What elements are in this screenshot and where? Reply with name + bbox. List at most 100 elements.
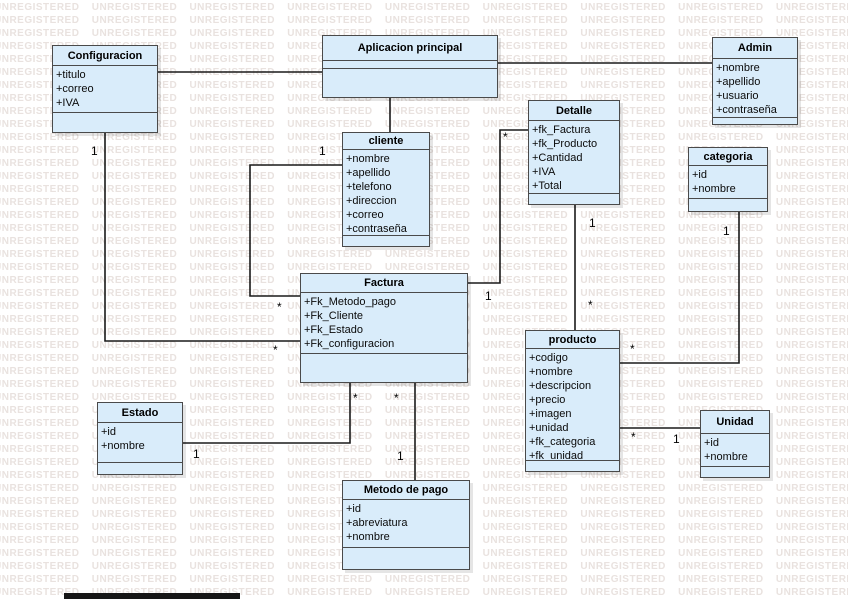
class-attributes: +nombre +apellido +usuario +contraseña [713,59,797,118]
class-attribute: +direccion [346,195,397,207]
class-attributes: +titulo +correo +IVA [53,66,157,113]
class-attribute: +nombre [692,183,736,195]
multiplicity-label: * [273,343,278,357]
class-attribute: +contraseña [346,223,407,235]
class-empty-compartment [526,461,619,471]
class-detalle[interactable]: Detalle+fk_Factura+fk_Producto+Cantidad+… [528,100,620,205]
multiplicity-label: 1 [723,224,730,238]
class-title: Detalle [529,101,619,121]
class-empty-compartment [98,463,182,474]
class-attribute: +abreviatura [346,517,408,529]
class-attribute: +Fk_configuracion [304,338,395,350]
connector-configuracion-factura [104,133,300,342]
multiplicity-label: 1 [589,216,596,230]
class-attribute: +fk_Producto [532,138,598,150]
multiplicity-label: * [630,342,635,356]
class-title: categoria [689,148,767,166]
class-admin[interactable]: Admin +nombre +apellido +usuario +contraseña [712,37,798,125]
class-attribute: +nombre [704,451,748,463]
class-attribute: +IVA [532,166,556,178]
connector-cliente-factura [249,164,342,297]
class-attributes: +id +nombre [701,434,769,467]
class-empty-compartment [689,199,767,211]
class-attribute: +Cantidad [532,152,583,164]
class-attributes [323,61,497,69]
class-attribute: +id [346,503,361,515]
class-attribute: +codigo [529,352,568,364]
class-attribute: +nombre [346,153,390,165]
class-estado[interactable]: Estado +id +nombre [97,402,183,475]
connector-factura-estado [183,383,351,444]
class-attribute: +unidad [529,422,569,434]
class-empty-compartment [323,69,497,97]
connector-categoria-producto [620,212,740,364]
class-attribute: +nombre [346,531,390,543]
window-edge-artifact [64,593,240,599]
class-title: Configuracion [53,46,157,66]
class-attributes: +codigo +nombre +descripcion +precio +imagen… [526,349,619,461]
class-empty-compartment [343,236,429,246]
class-attribute: +imagen [529,408,572,420]
multiplicity-label: * [277,300,282,314]
class-attribute: +contraseña [716,104,777,116]
multiplicity-label: 1 [319,144,326,158]
class-categoria[interactable]: categoria +id +nombre [688,147,768,212]
class-empty-compartment [713,118,797,124]
class-configuracion[interactable]: Configuracion +titulo +correo +IVA [52,45,158,133]
class-attribute: +Fk_Metodo_pago [304,296,397,308]
class-attribute: +nombre [716,62,760,74]
class-title: Estado [98,403,182,423]
multiplicity-label: 1 [673,432,680,446]
class-title: cliente [343,133,429,150]
class-attribute: +nombre [529,366,573,378]
class-attribute: +precio [529,394,566,406]
multiplicity-label: 1 [485,289,492,303]
class-attribute: +id [704,437,719,449]
class-attribute: +correo [56,83,94,95]
multiplicity-label: * [503,130,508,144]
class-attribute: +descripcion [529,380,592,392]
class-title: Metodo de pago [343,481,469,500]
class-producto[interactable]: producto +codigo +nombre +descripcion +preci… [525,330,620,472]
multiplicity-label: 1 [91,144,98,158]
class-attribute: +telefono [346,181,392,193]
class-title: Aplicacion principal [323,36,497,61]
multiplicity-label: * [588,298,593,312]
multiplicity-label: 1 [193,447,200,461]
class-unidad[interactable]: Unidad +id +nombre [700,410,770,478]
class-empty-compartment [701,467,769,477]
class-attribute: +Fk_Cliente [304,310,364,322]
class-title: producto [526,331,619,349]
class-empty-compartment [343,548,469,569]
multiplicity-label: * [394,391,399,405]
class-attribute: +id [101,426,116,438]
class-attribute: +Total [532,180,562,192]
class-attribute: +correo [346,209,384,221]
class-attribute: +fk_Factura [532,124,591,136]
class-attributes: +id +nombre [98,423,182,463]
class-metodo-de-pago[interactable]: Metodo de pago +id +abreviatura +nombre [342,480,470,570]
class-title: Unidad [701,411,769,434]
class-title: Admin [713,38,797,59]
multiplicity-label: * [631,430,636,444]
class-attribute: +id [692,169,707,181]
class-attribute: +Fk_Estado [304,324,364,336]
multiplicity-label: 1 [397,449,404,463]
class-attribute: +apellido [716,76,761,88]
class-attributes: +Fk_Metodo_pago +Fk_Cliente +Fk_Estado +Fk_… [301,293,467,354]
multiplicity-label: * [353,391,358,405]
class-attributes: +nombre +apellido +telefono +direccion +corr… [343,150,429,236]
class-attribute: +nombre [101,440,145,452]
class-empty-compartment [301,354,467,382]
class-factura[interactable]: Factura+Fk_Metodo_pago+Fk_Cliente+Fk_Est… [300,273,468,383]
class-attributes: +id +nombre [689,166,767,199]
class-attribute: +apellido [346,167,391,179]
class-cliente[interactable]: cliente +nombre +apellido +telefono +direcci… [342,132,430,247]
class-attribute: +usuario [716,90,759,102]
class-attribute: +IVA [56,97,80,109]
class-attributes: +fk_Factura +fk_Producto +Cantidad +IVA +Tot… [529,121,619,194]
class-attribute: +titulo [56,69,86,81]
class-aplicacion-principal[interactable]: Aplicacion principal [322,35,498,98]
